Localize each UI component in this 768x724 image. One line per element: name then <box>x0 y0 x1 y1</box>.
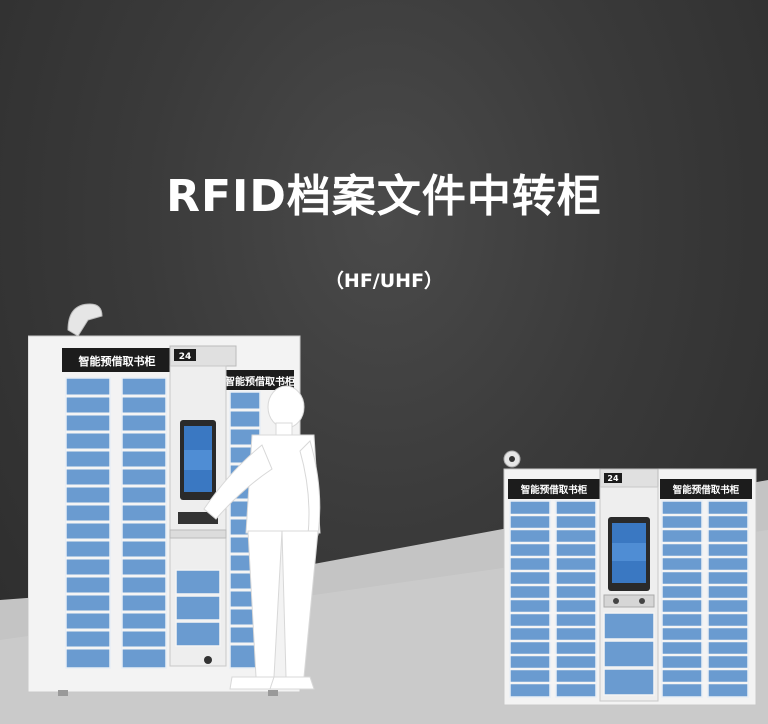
right-locker-cabinet: 智能预借取书柜 智能预借取书柜 24 <box>503 450 757 706</box>
left-locker-cabinet: 智能预借取书柜 24 智能预借取书柜 <box>28 303 301 696</box>
right-cabinet-logo: 24 <box>607 474 619 483</box>
camera-icon <box>67 303 103 337</box>
page-title: RFID档案文件中转柜 <box>166 171 602 222</box>
left-cabinet-logo: 24 <box>179 352 192 362</box>
person-figure <box>203 385 321 690</box>
left-cabinet-header-left: 智能预借取书柜 <box>79 354 156 368</box>
right-cabinet-header-right: 智能预借取书柜 <box>673 484 740 496</box>
right-cabinet-header-left: 智能预借取书柜 <box>521 484 588 496</box>
left-cabinet-header-right: 智能预借取书柜 <box>225 375 295 388</box>
page-subtitle: （HF/UHF） <box>324 270 444 292</box>
